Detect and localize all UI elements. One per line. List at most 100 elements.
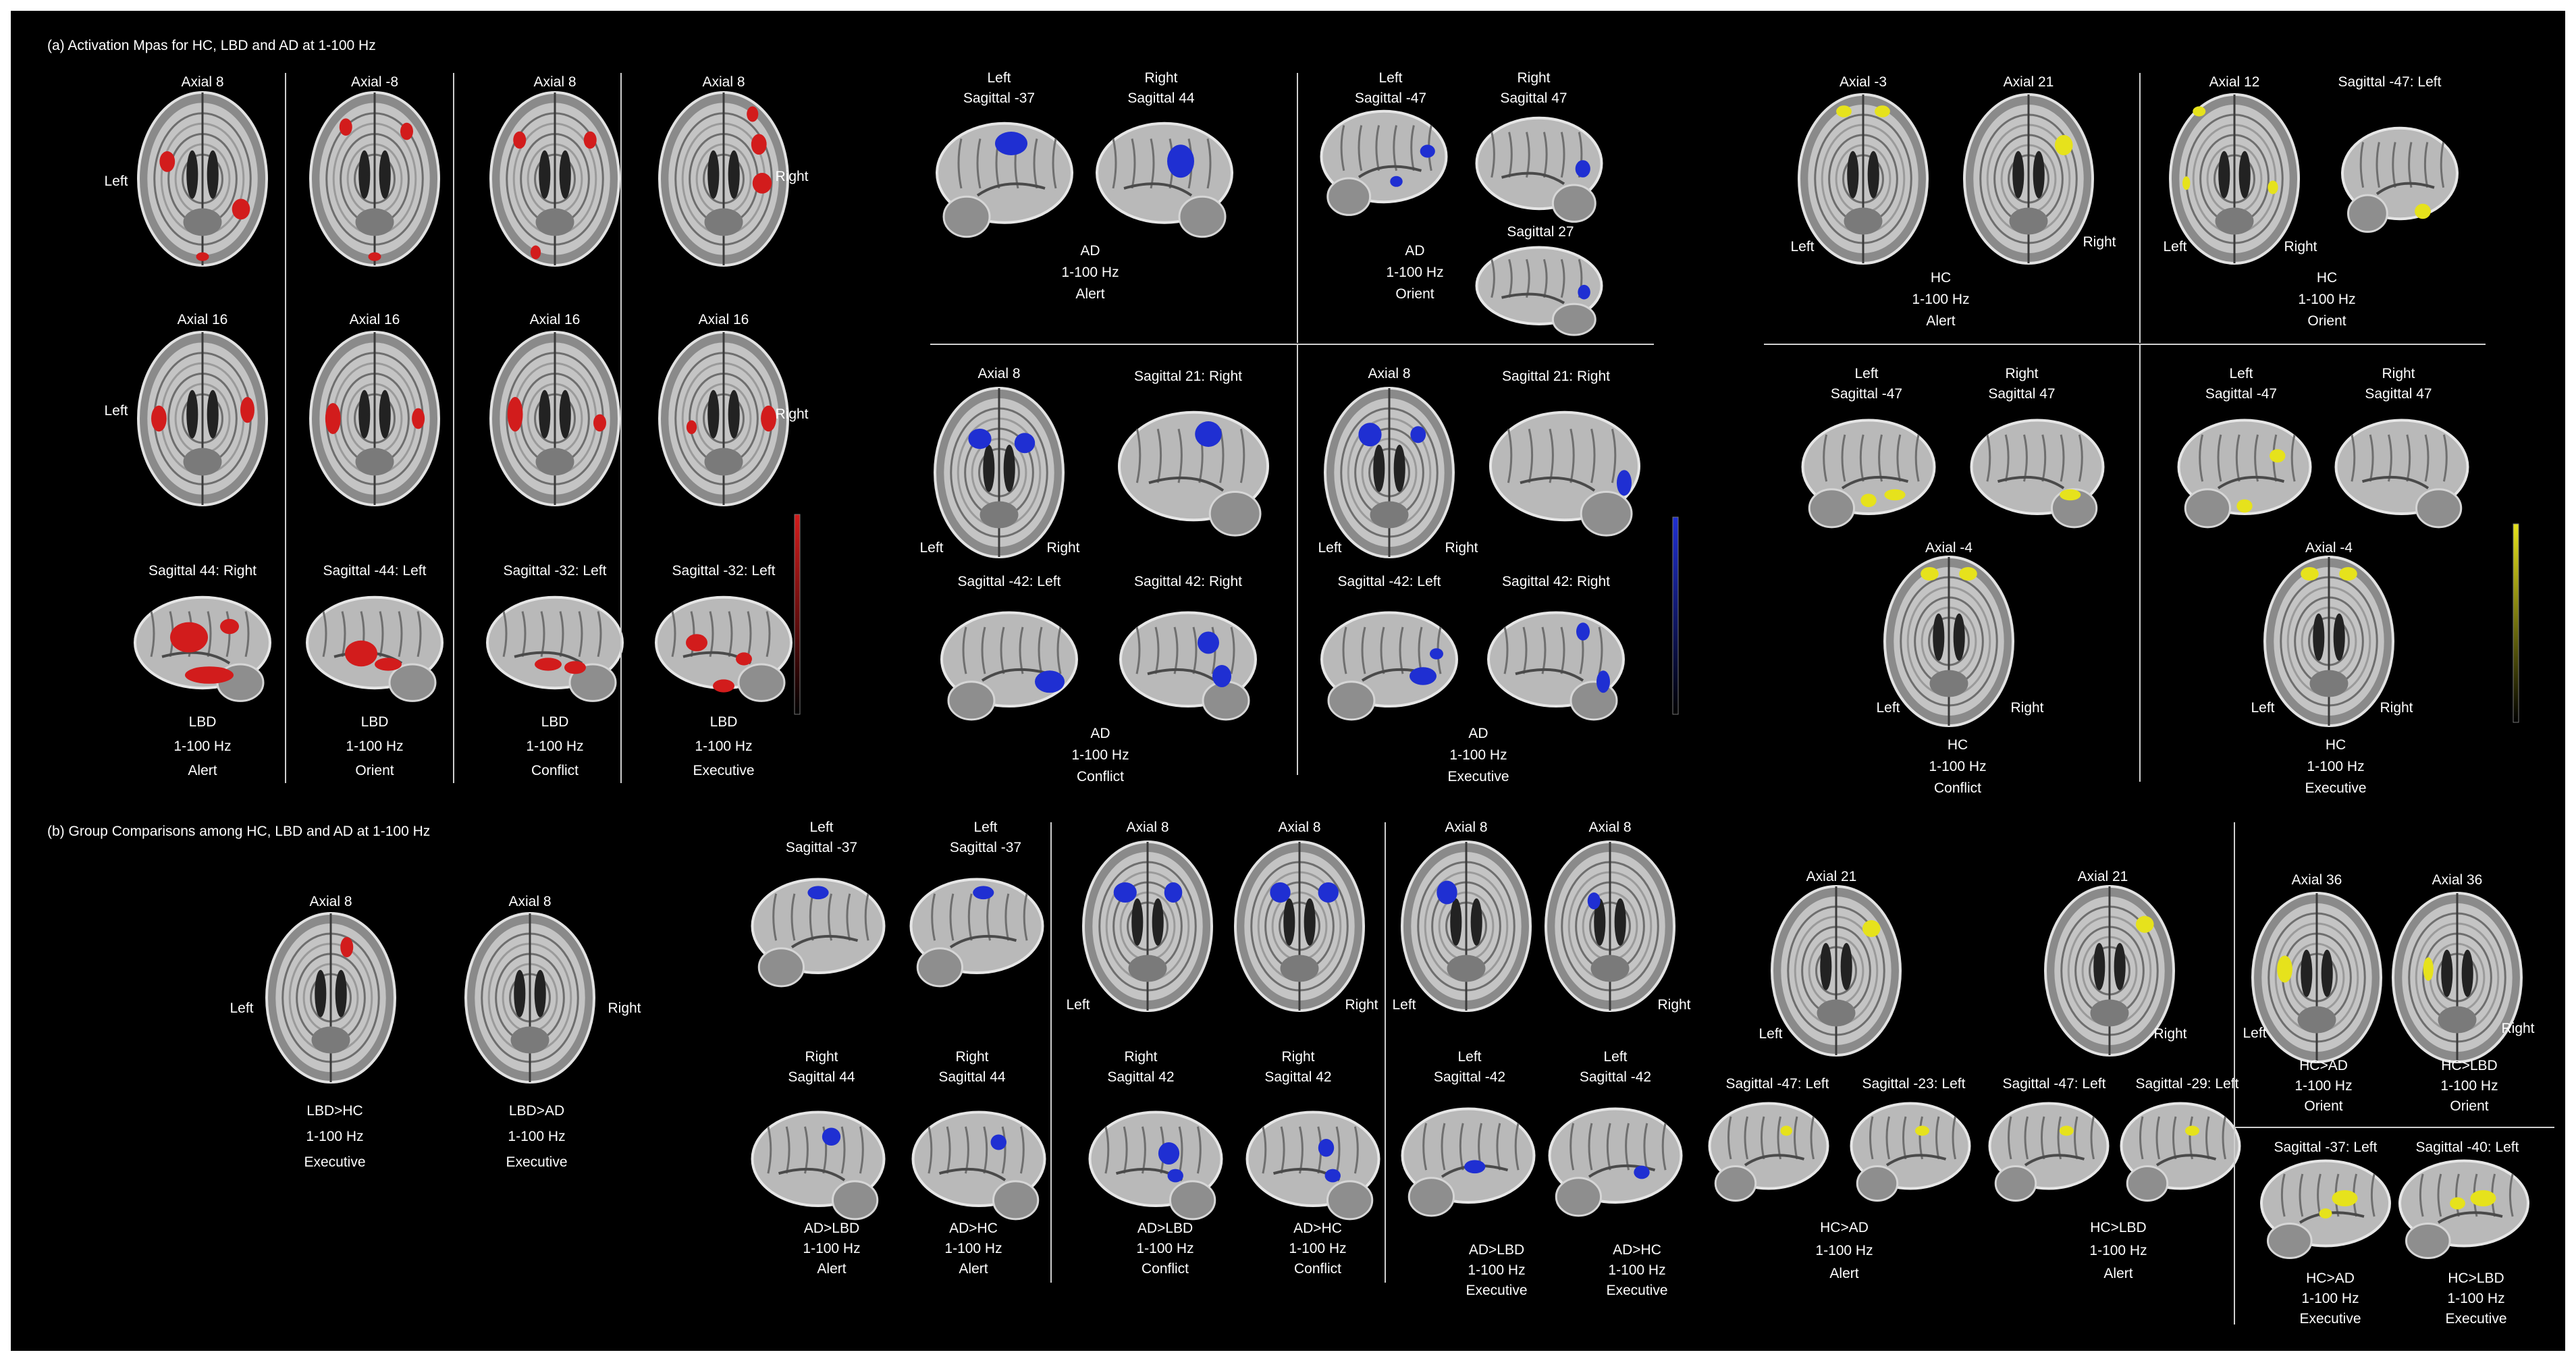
activation-cluster <box>1437 880 1457 905</box>
sagittal-brain-slice <box>1708 1102 1829 1202</box>
axial-brain-slice <box>2263 556 2394 727</box>
hc-caption: 1-100 Hz <box>1929 759 1986 774</box>
b-caption: HC>LBD <box>2448 1271 2504 1286</box>
ad-caption: Executive <box>1447 769 1509 784</box>
activation-cluster <box>1587 892 1601 909</box>
b-sagittal-label: Sagittal -37 <box>950 840 1021 855</box>
hc-caption: HC <box>1948 737 1968 753</box>
b-caption: 1-100 Hz <box>2295 1078 2352 1094</box>
ad-sagittal-label: Sagittal 47 <box>1500 90 1567 106</box>
b-side-label: Right <box>1281 1049 1314 1065</box>
activation-cluster <box>1576 622 1590 641</box>
b-caption: 1-100 Hz <box>508 1129 565 1144</box>
sagittal-brain-slice <box>1988 1102 2110 1202</box>
ad-caption: Orient <box>1395 286 1434 302</box>
activation-cluster <box>2415 203 2431 219</box>
lbd-sagittal-label: Sagittal -32: Left <box>672 563 776 579</box>
activation-cluster <box>196 252 209 261</box>
b-axial-label: Axial 8 <box>1588 820 1631 835</box>
ad-caption: AD <box>1080 243 1100 259</box>
axial-brain-slice <box>658 331 789 506</box>
axial-brain-slice <box>265 912 396 1084</box>
activation-cluster <box>1420 144 1435 158</box>
right-orientation-label: Right <box>775 169 808 184</box>
sagittal-brain-slice <box>1487 611 1625 721</box>
b-side-label: Right <box>805 1049 838 1065</box>
ad-caption: AD <box>1090 726 1110 741</box>
section-b-heading: (b) Group Comparisons among HC, LBD and … <box>47 824 430 839</box>
right-orientation-label: Right <box>1046 540 1079 556</box>
lbd-axial-label: Axial 16 <box>178 312 228 327</box>
b-caption: 1-100 Hz <box>2089 1243 2147 1258</box>
activation-cluster <box>220 618 239 635</box>
b-caption: Alert <box>2103 1266 2132 1281</box>
activation-cluster <box>1430 648 1443 660</box>
sagittal-brain-slice <box>2341 126 2459 233</box>
b-side-label: Left <box>809 820 833 835</box>
right-orientation-label: Right <box>2284 239 2317 255</box>
b-caption: HC>AD <box>2306 1271 2355 1286</box>
activation-cluster <box>1410 667 1437 685</box>
section-a-heading: (a) Activation Mpas for HC, LBD and AD a… <box>47 38 376 53</box>
activation-cluster <box>995 132 1027 155</box>
activation-cluster <box>530 245 541 260</box>
b-caption: LBD>AD <box>509 1103 564 1119</box>
left-orientation-label: Left <box>1876 700 1900 716</box>
hc-caption: 1-100 Hz <box>2298 292 2355 307</box>
hc-caption: Conflict <box>1934 780 1981 796</box>
hc-side-label: Left <box>1854 366 1878 381</box>
activation-cluster <box>761 405 776 432</box>
activation-cluster <box>2182 176 2191 190</box>
activation-cluster <box>1617 470 1632 496</box>
activation-cluster <box>2319 1208 2332 1219</box>
b-sagittal-label: Sagittal -37 <box>786 840 857 855</box>
lbd-caption: 1-100 Hz <box>695 739 752 754</box>
lbd-axial-label: Axial 8 <box>181 74 223 90</box>
lbd-caption: LBD <box>541 714 569 730</box>
sagittal-brain-slice <box>936 122 1073 238</box>
axial-brain-slice <box>934 387 1065 558</box>
b-caption: HC>LBD <box>2441 1058 2497 1073</box>
ad-sagittal-label: Sagittal -47 <box>1355 90 1426 106</box>
activation-cluster <box>1575 160 1590 178</box>
sagittal-brain-slice <box>1801 419 1936 529</box>
activation-cluster <box>2193 106 2206 117</box>
sagittal-brain-slice <box>909 878 1044 988</box>
sagittal-brain-slice <box>940 611 1078 721</box>
axial-brain-slice <box>137 91 268 267</box>
activation-cluster <box>1358 423 1382 447</box>
left-orientation-label: Left <box>1790 239 1814 255</box>
right-orientation-label: Right <box>2380 700 2413 716</box>
axial-brain-slice <box>1234 840 1365 1012</box>
b-sagittal-label: Sagittal 44 <box>938 1069 1006 1085</box>
activation-cluster <box>1959 567 1977 581</box>
axial-brain-slice <box>489 331 620 506</box>
b-axial-label: Axial 8 <box>1445 820 1487 835</box>
activation-cluster <box>185 666 234 684</box>
activation-cluster <box>1884 489 1906 501</box>
lbd-axial-label: Axial 16 <box>699 312 749 327</box>
activation-cluster <box>1596 670 1610 693</box>
ad-caption: 1-100 Hz <box>1449 747 1507 763</box>
axial-brain-slice <box>1798 93 1929 265</box>
activation-cluster <box>2270 449 2286 463</box>
activation-cluster <box>2470 1190 2496 1206</box>
activation-cluster <box>2423 957 2434 981</box>
sagittal-brain-slice <box>1489 410 1640 537</box>
activation-cluster <box>2277 955 2292 983</box>
activation-cluster <box>713 679 734 693</box>
ad-sagittal-label: Sagittal -42: Left <box>1338 574 1441 589</box>
axial-brain-slice <box>1082 840 1213 1012</box>
activation-cluster <box>151 405 167 432</box>
sagittal-brain-slice <box>1320 109 1448 216</box>
lbd-axial-label: Axial -8 <box>351 74 398 90</box>
left-orientation-label: Left <box>1759 1026 1782 1042</box>
b-caption: 1-100 Hz <box>1815 1243 1873 1258</box>
hc-caption: Orient <box>2307 313 2346 329</box>
b-caption: 1-100 Hz <box>2301 1291 2359 1306</box>
activation-cluster <box>990 1134 1007 1150</box>
b-axial-label: Axial 36 <box>2432 872 2483 888</box>
ad-axial-label: Axial 8 <box>1368 366 1410 381</box>
ad-side-label: Left <box>987 70 1011 86</box>
ad-sagittal-label: Sagittal 21: Right <box>1134 369 1242 384</box>
